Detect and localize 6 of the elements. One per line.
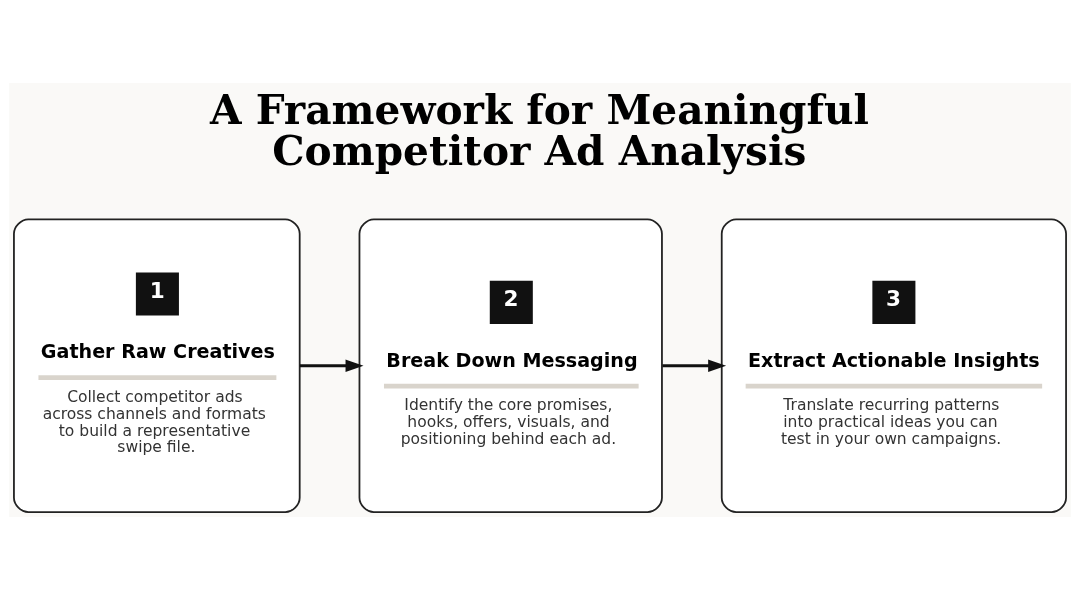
arrow bbox=[299, 359, 364, 373]
node-box: 1 Gather Raw Creatives Collect competitor ads across channels and formats to build a representative swipe file. bbox=[13, 218, 301, 514]
node-box: 2 Break Down Messaging Identify the core promises, hooks, offers, visuals, and positioning behind each ad. bbox=[358, 218, 663, 514]
arrow bbox=[662, 359, 727, 373]
node-box: 3 Extract Actionable Insights Translate recurring patterns into practical ideas you can test in your own campaigns. bbox=[720, 218, 1067, 514]
diagram-title: A Framework for Meaningful Competitor Ad Analysis bbox=[210, 85, 869, 175]
